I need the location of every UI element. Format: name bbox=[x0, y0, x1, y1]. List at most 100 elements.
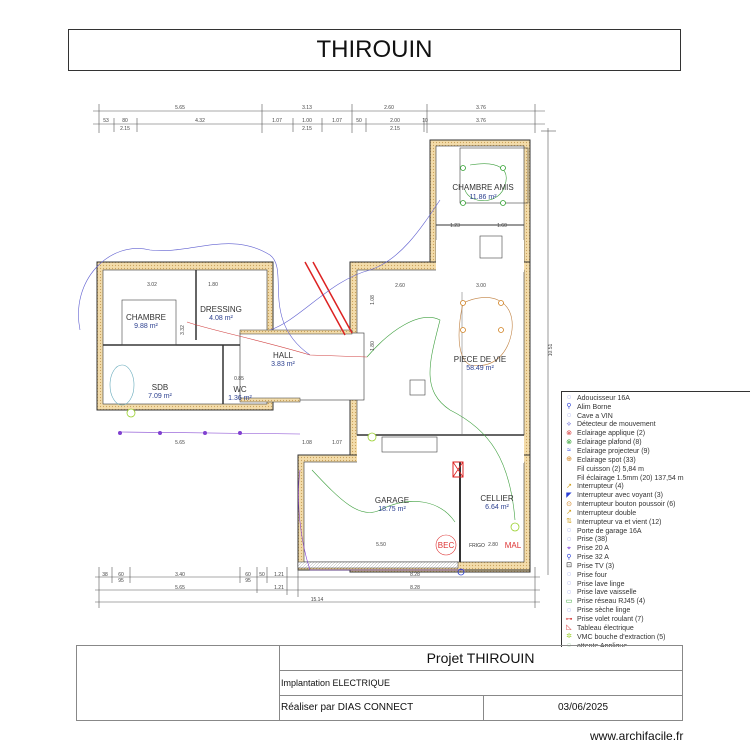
legend-item: ◌ Adoucisseur 16A bbox=[565, 394, 750, 403]
dim-label: 1.08 bbox=[370, 295, 376, 305]
room-area: 3.83 m² bbox=[271, 361, 295, 368]
ceiling-light-icon bbox=[460, 165, 466, 171]
drawing-subtitle: Implantation ELECTRIQUE bbox=[279, 670, 682, 696]
room-area: 18.75 m² bbox=[378, 506, 406, 513]
dim-label: 60 bbox=[118, 572, 124, 578]
rj45-icon: ▭ bbox=[565, 597, 573, 605]
appliance-label: BEC bbox=[438, 541, 455, 550]
dim-label: 1.21 bbox=[274, 572, 284, 578]
borne-icon bbox=[457, 568, 465, 576]
room-area: 1.36 m² bbox=[228, 395, 252, 402]
appliance-label: MAL bbox=[505, 541, 522, 550]
socket-20a-icon bbox=[238, 431, 242, 435]
dim-label: 3.76 bbox=[476, 105, 486, 111]
double-switch-icon: ↗ bbox=[566, 509, 572, 517]
legend-item: ⊗Eclairage plafond (8) bbox=[565, 438, 750, 447]
switch-icon: ↗ bbox=[566, 482, 572, 490]
dotted-circle-icon: ◌ bbox=[566, 571, 572, 579]
vmc-icon bbox=[367, 432, 377, 442]
dim-label: 2.60 bbox=[384, 105, 394, 111]
dotted-circle-icon: ◌ bbox=[566, 606, 572, 614]
legend-item: ↗Interrupteur double bbox=[565, 509, 750, 518]
vmc-icon bbox=[510, 522, 520, 532]
spot-icon: ⊕ bbox=[566, 456, 572, 464]
none-icon bbox=[565, 465, 573, 473]
dim-label: 60 bbox=[245, 572, 251, 578]
legend-label: Eclairage plafond (8) bbox=[577, 439, 642, 447]
legend-item: ✲VMC bouche d'extraction (5) bbox=[565, 633, 750, 642]
dim-label: 0.85 bbox=[234, 376, 244, 382]
spot-light-icon bbox=[460, 327, 466, 333]
dim-label: 1.80 bbox=[208, 282, 218, 288]
legend-item: ⟡Détecteur de mouvement bbox=[565, 421, 750, 430]
applique-icon: ⊗ bbox=[566, 429, 572, 437]
legend-label: Eclairage projecteur (9) bbox=[577, 447, 650, 455]
title-block: Projet THIROUIN Implantation ELECTRIQUE … bbox=[76, 645, 683, 721]
room-area: 58.49 m² bbox=[466, 365, 494, 372]
dim-label: 1.08 bbox=[302, 440, 312, 446]
two-way-switch-icon: ⇅ bbox=[566, 518, 572, 526]
dim-label: 50 bbox=[259, 572, 265, 578]
ceiling-light-icon bbox=[500, 200, 506, 206]
room-name: SDB bbox=[152, 383, 168, 392]
top-dimension-labels: 5.65 3.13 2.60 3.76 53 80 4.32 1.07 1.00… bbox=[103, 105, 486, 132]
legend-item: ◌Prise four bbox=[565, 571, 750, 580]
dotted-circle-icon: ◌ bbox=[566, 527, 572, 535]
dim-label: 38 bbox=[102, 572, 108, 578]
legend-label: Alim Borne bbox=[577, 403, 612, 411]
legend-label: Interrupteur (4) bbox=[577, 483, 624, 491]
legend-item: ⊙Interrupteur bouton poussoir (6) bbox=[565, 500, 750, 509]
room-name: CHAMBRE AMIS bbox=[452, 183, 513, 192]
dim-label: 3.40 bbox=[175, 572, 185, 578]
dim-label: 2.80 bbox=[488, 542, 498, 548]
dim-label: 50 bbox=[356, 118, 362, 124]
dim-label: 3.32 bbox=[180, 325, 186, 335]
dim-label: 2.15 bbox=[120, 126, 130, 132]
spot-light-icon bbox=[498, 327, 504, 333]
legend-label: Interrupteur bouton poussoir (6) bbox=[577, 501, 676, 509]
legend-label: Prise volet roulant (7) bbox=[577, 616, 644, 624]
none-icon bbox=[565, 474, 573, 482]
dim-label: 5.65 bbox=[175, 440, 185, 446]
date: 03/06/2025 bbox=[557, 702, 609, 713]
room-name: PIECE DE VIE bbox=[454, 355, 506, 364]
dim-label: 3.76 bbox=[476, 118, 486, 124]
dotted-circle-icon: ◌ bbox=[566, 394, 572, 402]
legend-label: Eclairage applique (2) bbox=[577, 430, 646, 438]
legend-label: Fil cuisson (2) 5,84 m bbox=[577, 465, 644, 473]
dotted-circle-icon: ◌ bbox=[566, 580, 572, 588]
room-name: HALL bbox=[273, 351, 294, 360]
legend-label: Tableau électrique bbox=[577, 624, 634, 632]
legend-item: ↗ Interrupteur (4) bbox=[565, 482, 750, 491]
room-name: GARAGE bbox=[375, 496, 409, 505]
dotted-circle-icon: ◌ bbox=[566, 642, 572, 647]
dim-label: 1.23 bbox=[450, 223, 460, 229]
dim-label: 2.60 bbox=[395, 283, 405, 289]
legend-item: ◌Cave a VIN bbox=[565, 412, 750, 421]
legend-label: Interrupteur avec voyant (3) bbox=[577, 492, 663, 500]
room-area: 11.86 m² bbox=[469, 194, 497, 201]
walls bbox=[96, 139, 531, 573]
dim-label: 5.50 bbox=[376, 542, 386, 548]
legend-item: ◺Tableau électrique bbox=[565, 624, 750, 633]
dim-label: 4.32 bbox=[195, 118, 205, 124]
legend-item: ◌ Porte de garage 16A bbox=[565, 527, 750, 536]
room-area: 6.64 m² bbox=[485, 504, 509, 511]
room-area: 7.09 m² bbox=[148, 393, 172, 400]
dim-label: 1.21 bbox=[274, 585, 284, 591]
switch-led-icon: ◤ bbox=[566, 491, 572, 499]
legend-item: ◌Prise sèche linge bbox=[565, 606, 750, 615]
dim-label: 15.14 bbox=[311, 597, 324, 603]
legend-item: ⌖Prise 20 A bbox=[565, 544, 750, 553]
legend-label: Porte de garage 16A bbox=[577, 527, 642, 535]
right-dimension: 10.51 bbox=[541, 128, 556, 575]
legend-item: ⊕Eclairage spot (33) bbox=[565, 456, 750, 465]
legend-label: Adoucisseur 16A bbox=[577, 394, 630, 402]
bottom-dimensions bbox=[95, 567, 540, 608]
dim-label: 53 bbox=[103, 118, 109, 124]
legend-item: ▭Prise réseau RJ45 (4) bbox=[565, 597, 750, 606]
dim-label: 3.00 bbox=[476, 283, 486, 289]
spot-light-icon bbox=[498, 300, 504, 306]
room-name: DRESSING bbox=[200, 305, 242, 314]
